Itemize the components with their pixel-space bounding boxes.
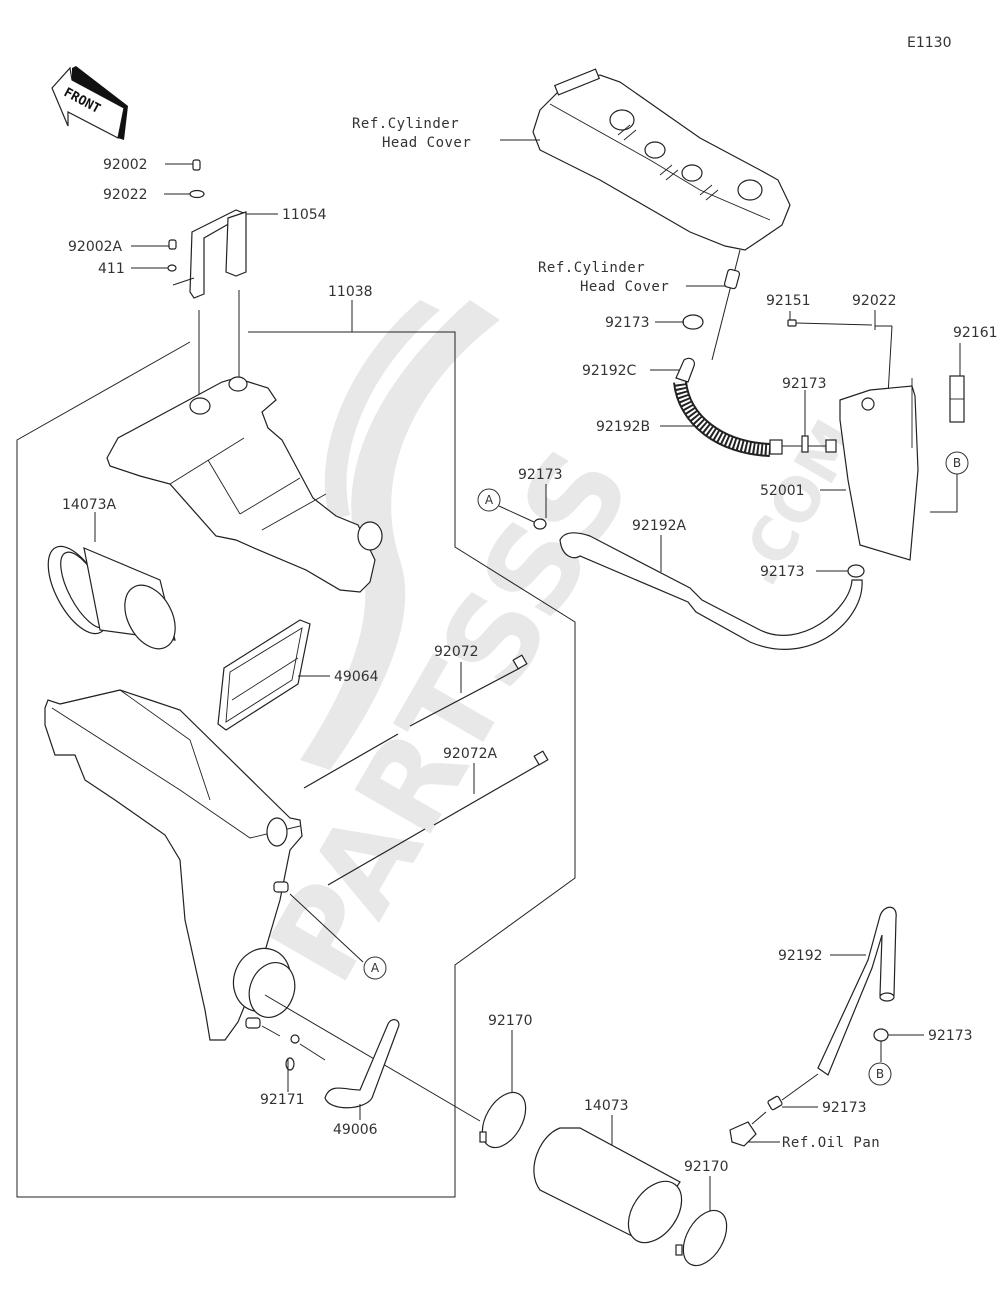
label-92192C: 92192C [582, 363, 637, 379]
oil-separator-tank: 92151 92022 92161 52001 B 92173 [760, 293, 998, 580]
label-92151: 92151 [766, 293, 811, 309]
marker-b-bottom-text: B [876, 1067, 884, 1081]
label-92173-a: 92173 [605, 315, 650, 331]
label-ref-oil-pan: Ref.Oil Pan [782, 1135, 880, 1151]
watermark: PARTSSS .COM [245, 300, 872, 1004]
label-92161: 92161 [953, 325, 998, 341]
label-92192: 92192 [778, 948, 823, 964]
label-92022-right: 92022 [852, 293, 897, 309]
label-14073A: 14073A [62, 497, 117, 513]
watermark-logo-shape-2 [324, 300, 440, 520]
label-92072: 92072 [434, 644, 479, 660]
label-92022: 92022 [103, 187, 148, 203]
drain-hose-assembly: 92171 49006 [260, 1019, 400, 1138]
front-arrow-icon: FRONT [51, 66, 128, 140]
label-92170-left: 92170 [488, 1013, 533, 1029]
marker-b-bottom [868, 1062, 892, 1086]
label-92173-c: 92173 [760, 564, 805, 580]
cable-ties: 92072 92072A [303, 644, 549, 886]
label-92002A: 92002A [68, 239, 123, 255]
airbox-lower-case: A [44, 689, 481, 1122]
label-92192B: 92192B [596, 419, 650, 435]
marker-a-top-text: A [485, 493, 494, 507]
oil-pan-hose-assembly: 92192 92173 B 92173 Ref.Oil Pan [729, 906, 973, 1151]
label-411: 411 [98, 261, 125, 277]
label-92002: 92002 [103, 157, 148, 173]
label-52001: 52001 [760, 483, 805, 499]
label-92170-right: 92170 [684, 1159, 729, 1175]
bracket-assembly: 92002 92022 11054 92002A 411 [68, 157, 327, 398]
label-11038: 11038 [328, 284, 373, 300]
cylinder-head-cover: Ref.Cylinder Head Cover [352, 68, 791, 251]
gasket: 49064 [217, 619, 379, 731]
airbox-assembly-frame: 11038 [16, 284, 576, 1198]
label-92173-b: 92173 [782, 376, 827, 392]
marker-a-bottom-text: A [371, 961, 380, 975]
label-14073: 14073 [584, 1098, 629, 1114]
label-ref-cylinder-head-cover-1-line2: Head Cover [382, 135, 471, 151]
breather-hose-lower: A 92173 92192A [477, 467, 863, 650]
label-ref-cylinder-head-cover-2-line2: Head Cover [580, 279, 669, 295]
label-11054: 11054 [282, 207, 327, 223]
diagram-code: E1130 [907, 35, 951, 51]
air-filter-element: 14073A [47, 497, 176, 650]
marker-b-right-text: B [953, 456, 961, 470]
label-92173-f: 92173 [822, 1100, 867, 1116]
airbox-upper-cover [106, 376, 383, 593]
label-92173-e: 92173 [928, 1028, 973, 1044]
label-92171: 92171 [260, 1092, 305, 1108]
breather-hose-upper: Ref.Cylinder Head Cover 92173 92192C 921… [538, 249, 837, 457]
label-92173-d: 92173 [518, 467, 563, 483]
label-ref-cylinder-head-cover-1-line1: Ref.Cylinder [352, 116, 459, 132]
label-ref-cylinder-head-cover-2-line1: Ref.Cylinder [538, 260, 645, 276]
label-49064: 49064 [334, 669, 379, 685]
intake-duct-assembly: 92170 14073 92170 [479, 1013, 729, 1267]
watermark-logo-shape [300, 300, 500, 770]
marker-a-top [477, 488, 501, 512]
label-92192A: 92192A [632, 518, 687, 534]
label-49006: 49006 [333, 1122, 378, 1138]
label-92072A: 92072A [443, 746, 498, 762]
marker-a-bottom [363, 956, 387, 980]
